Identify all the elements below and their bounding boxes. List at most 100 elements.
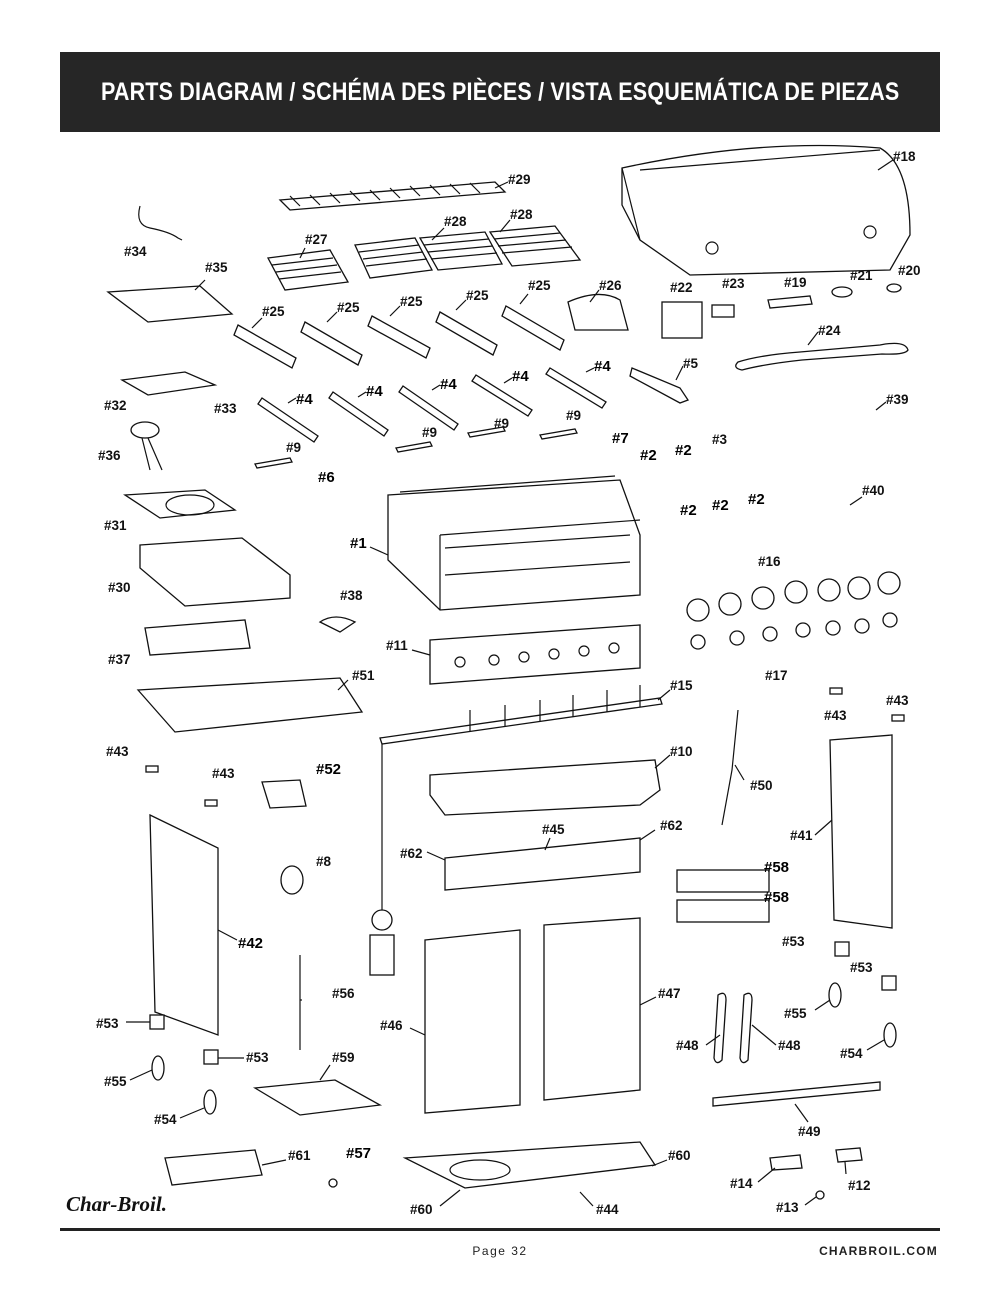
label-10: #10 (670, 744, 693, 759)
part-door-handles (713, 992, 753, 1064)
label-41: #41 (790, 828, 813, 843)
label-58b: #58 (764, 889, 789, 906)
part-control-panel (429, 624, 641, 685)
label-52: #52 (316, 761, 341, 778)
label-45: #45 (542, 822, 565, 837)
label-50: #50 (750, 778, 773, 793)
label-30: #30 (108, 580, 131, 595)
label-54b: #54 (154, 1112, 177, 1127)
label-25e: #25 (528, 278, 551, 293)
part-crossbar (712, 1081, 881, 1107)
part-side-burner-panel (144, 619, 251, 656)
part-heat-shield (318, 616, 357, 633)
label-34: #34 (124, 244, 147, 259)
label-17: #17 (765, 668, 788, 683)
part-side-shelf-cover (106, 285, 234, 323)
label-2a: #2 (640, 447, 657, 464)
label-37: #37 (108, 652, 131, 667)
part-rear-brace (444, 837, 641, 891)
footer-rule (60, 1228, 940, 1231)
label-3: #3 (712, 432, 728, 447)
label-22: #22 (670, 280, 693, 295)
part-firebox (387, 475, 641, 611)
label-19: #19 (784, 275, 807, 290)
label-43c: #43 (106, 744, 129, 759)
label-40: #40 (862, 483, 885, 498)
label-60a: #60 (668, 1148, 691, 1163)
header-banner: PARTS DIAGRAM / SCHÉMA DES PIÈCES / VIST… (60, 52, 940, 132)
label-26: #26 (599, 278, 622, 293)
part-warming-rack (278, 181, 507, 211)
part-bottom-plate (252, 1079, 383, 1116)
part-bottom-base (402, 1141, 657, 1189)
label-7: #7 (612, 430, 629, 447)
label-48b: #48 (778, 1038, 801, 1053)
label-51: #51 (352, 668, 375, 683)
part-side-burner-bowl (123, 489, 237, 519)
part-doors (424, 917, 641, 1114)
website-link[interactable]: CHARBROIL.COM (819, 1244, 938, 1258)
part-caster-brackets (149, 941, 897, 1065)
label-44: #44 (596, 1202, 619, 1217)
label-53a: #53 (782, 934, 805, 949)
label-28: #28 (444, 214, 467, 229)
part-lid (621, 144, 911, 276)
part-fasteners (145, 687, 905, 807)
part-manifold (369, 685, 663, 976)
label-43a: #43 (824, 708, 847, 723)
part-door-clips (676, 869, 770, 923)
label-38: #38 (340, 588, 363, 603)
part-tank-holder (164, 1149, 263, 1186)
label-25d: #25 (466, 288, 489, 303)
label-13: #13 (776, 1200, 799, 1215)
part-burners (257, 367, 607, 443)
label-53c: #53 (96, 1016, 119, 1031)
label-43b: #43 (886, 693, 909, 708)
page-title: PARTS DIAGRAM / SCHÉMA DES PIÈCES / VIST… (100, 77, 900, 106)
part-side-burner (130, 421, 163, 471)
label-49: #49 (798, 1124, 821, 1139)
label-48a: #48 (676, 1038, 699, 1053)
label-12: #12 (848, 1178, 871, 1193)
part-left-cart-panel (149, 813, 219, 1036)
label-56: #56 (332, 986, 355, 1001)
part-ignitor (629, 367, 689, 404)
label-36: #36 (98, 448, 121, 463)
label-28b: #28 (510, 207, 533, 222)
label-25c: #25 (400, 294, 423, 309)
part-lid-handle (735, 342, 909, 371)
label-33: #33 (214, 401, 237, 416)
part-igniter-wire (721, 709, 739, 826)
label-32: #32 (104, 398, 127, 413)
label-9a: #9 (286, 440, 301, 455)
label-1: #1 (350, 535, 367, 552)
label-9c: #9 (494, 416, 509, 431)
label-24: #24 (818, 323, 841, 338)
label-39: #39 (886, 392, 909, 407)
label-27: #27 (305, 232, 328, 247)
label-53d: #53 (246, 1050, 269, 1065)
part-casters (151, 982, 897, 1115)
label-15: #15 (670, 678, 693, 693)
label-4a: #4 (296, 391, 313, 408)
label-2d: #2 (712, 497, 729, 514)
label-16: #16 (758, 554, 781, 569)
label-62b: #62 (400, 846, 423, 861)
part-heat-deflector (429, 759, 661, 816)
label-18: #18 (893, 149, 916, 164)
brand-logo: Char-Broil. (66, 1192, 167, 1216)
label-4e: #4 (594, 358, 611, 375)
label-5: #5 (683, 356, 699, 371)
label-43d: #43 (212, 766, 235, 781)
label-58a: #58 (764, 859, 789, 876)
label-42: #42 (238, 935, 263, 952)
part-hardware-set (661, 283, 902, 339)
part-bottom-shelf (136, 677, 364, 733)
label-4c: #4 (440, 376, 457, 393)
label-9b: #9 (422, 425, 437, 440)
part-small-screw (328, 1178, 338, 1188)
label-62a: #62 (660, 818, 683, 833)
leader-lines (126, 159, 894, 1207)
part-control-knobs (686, 571, 901, 650)
